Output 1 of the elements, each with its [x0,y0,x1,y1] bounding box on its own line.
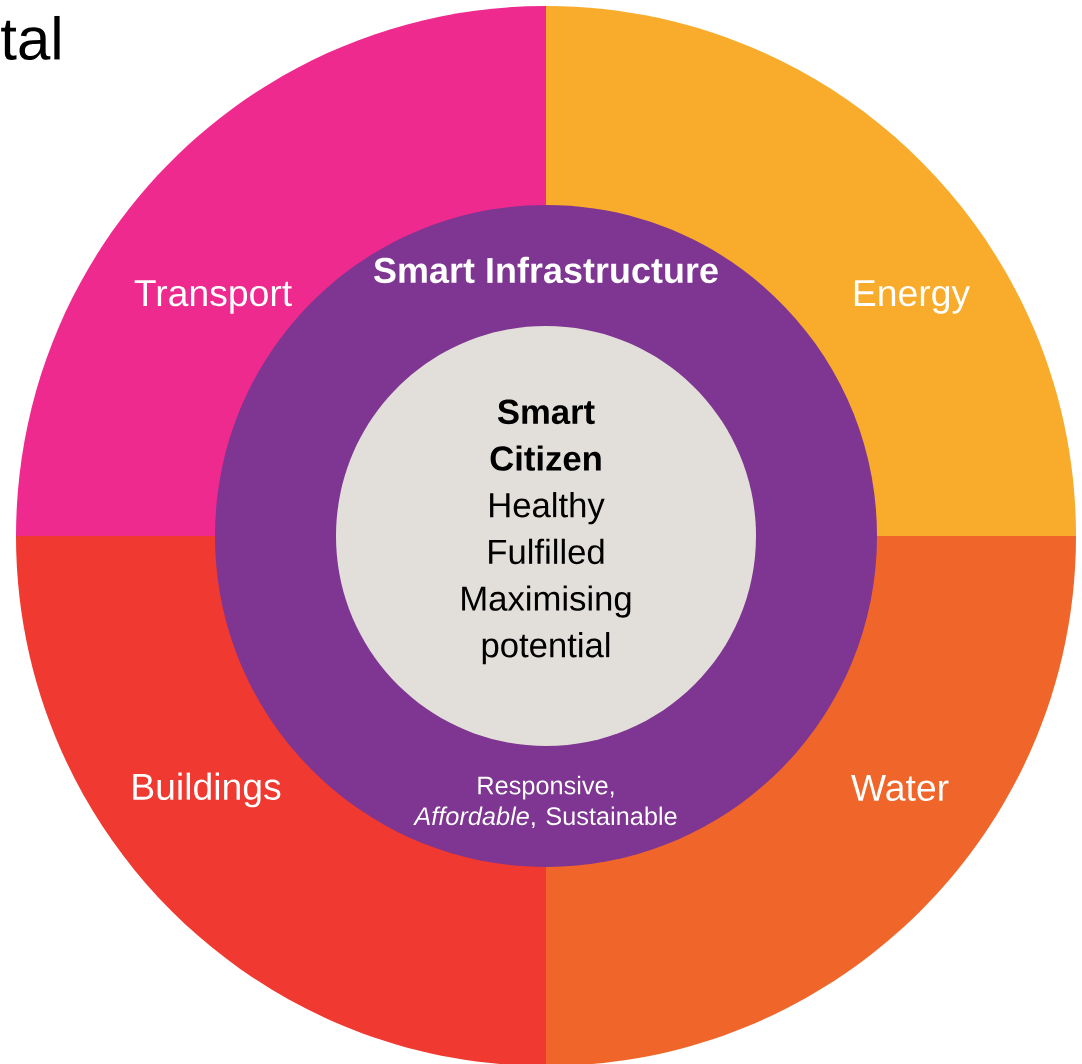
title-fragment: tal [1,15,60,60]
